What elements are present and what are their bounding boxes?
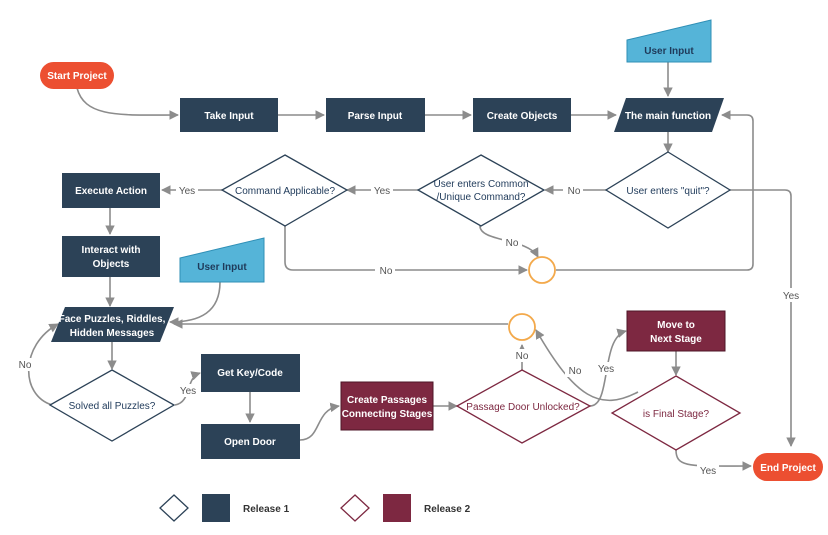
edge-label-quit-no: No <box>568 186 581 197</box>
edge-userinput-face <box>169 281 221 327</box>
legend-release2-box <box>383 494 411 522</box>
legend-release2-label: Release 2 <box>424 504 471 515</box>
open-door-process: Open Door <box>201 424 300 459</box>
user-input-mid-manual: User Input <box>179 237 265 283</box>
edge-label-unlocked-no: No <box>516 351 529 362</box>
solved-decision: Solved all Puzzles? <box>48 369 176 442</box>
svg-text:Start Project: Start Project <box>47 71 107 82</box>
svg-text:Next Stage: Next Stage <box>650 334 702 345</box>
legend-release2-diamond <box>340 494 370 522</box>
svg-text:Face Puzzles, Riddles,: Face Puzzles, Riddles, <box>59 314 166 325</box>
svg-text:User enters "quit"?: User enters "quit"? <box>626 186 710 197</box>
final-stage-decision: is Final Stage? <box>610 375 742 451</box>
legend-release1-box <box>202 494 230 522</box>
svg-text:/Unique Command?: /Unique Command? <box>437 192 526 203</box>
edge-final-no-connector <box>535 329 639 402</box>
edge-label-solved-no: No <box>19 360 32 371</box>
legend-release1-label: Release 1 <box>243 504 290 515</box>
applicable-decision: Command Applicable? <box>220 154 349 227</box>
edge-labels: Yes No Yes Yes No No No Yes No Yes No Ye… <box>15 184 801 477</box>
parse-input-process: Parse Input <box>326 98 425 132</box>
edge-connector-main <box>556 110 754 271</box>
start-terminal: Start Project <box>40 62 114 89</box>
svg-text:User Input: User Input <box>197 262 247 273</box>
svg-text:Take Input: Take Input <box>204 111 254 122</box>
face-puzzles-io: Face Puzzles, Riddles, Hidden Messages <box>51 307 174 342</box>
passage-unlocked-decision: Passage Door Unlocked? <box>455 369 592 444</box>
edge-quit-yes-end <box>730 189 796 447</box>
command-decision: User enters Common /Unique Command? <box>416 154 546 227</box>
edge-label-command-no: No <box>506 238 519 249</box>
end-terminal: End Project <box>753 453 823 481</box>
svg-text:End Project: End Project <box>760 463 816 474</box>
user-input-top-manual: User Input <box>626 19 712 63</box>
svg-text:Move to: Move to <box>657 320 695 331</box>
take-input-process: Take Input <box>180 98 278 132</box>
edge-label-final-no: No <box>569 366 582 377</box>
svg-text:Create Passages: Create Passages <box>347 395 427 406</box>
svg-text:Parse Input: Parse Input <box>348 111 403 122</box>
svg-text:Command Applicable?: Command Applicable? <box>235 186 335 197</box>
edge-opendoor-passages <box>299 402 340 441</box>
svg-text:The main function: The main function <box>625 111 711 122</box>
edge-start-take-input <box>76 87 179 120</box>
main-function-io: The main function <box>614 98 724 132</box>
quit-decision: User enters "quit"? <box>604 151 732 229</box>
svg-text:Connecting Stages: Connecting Stages <box>342 409 433 420</box>
edge-label-unlocked-yes: Yes <box>598 364 614 375</box>
svg-text:Create Objects: Create Objects <box>487 111 558 122</box>
connector-bottom <box>508 313 536 341</box>
edge-label-quit-yes: Yes <box>783 291 799 302</box>
svg-text:Open Door: Open Door <box>224 437 276 448</box>
svg-text:Interact with: Interact with <box>82 245 141 256</box>
edge-label-solved-yes: Yes <box>180 386 196 397</box>
svg-text:Get Key/Code: Get Key/Code <box>217 368 283 379</box>
create-objects-process: Create Objects <box>473 98 571 132</box>
legend: Release 1 Release 2 <box>159 494 471 522</box>
edge-label-applicable-yes: Yes <box>179 186 195 197</box>
get-key-process: Get Key/Code <box>201 354 300 392</box>
svg-text:Solved all Puzzles?: Solved all Puzzles? <box>69 401 156 412</box>
svg-text:Passage Door Unlocked?: Passage Door Unlocked? <box>466 402 580 413</box>
svg-text:User enters Common: User enters Common <box>433 179 528 190</box>
execute-action-process: Execute Action <box>62 173 160 208</box>
move-next-stage-process: Move to Next Stage <box>626 310 726 352</box>
svg-text:Execute Action: Execute Action <box>75 186 147 197</box>
svg-text:Hidden Messages: Hidden Messages <box>70 328 155 339</box>
edge-label-final-yes: Yes <box>700 466 716 477</box>
edge-applicable-no-connector <box>284 226 528 275</box>
svg-text:is Final Stage?: is Final Stage? <box>643 409 710 420</box>
edge-final-yes-end <box>675 449 752 471</box>
edge-label-command-yes: Yes <box>374 186 390 197</box>
svg-text:User Input: User Input <box>644 46 694 57</box>
edge-label-applicable-no: No <box>380 266 393 277</box>
create-passages-process: Create Passages Connecting Stages <box>340 381 434 431</box>
connector-top <box>528 256 556 284</box>
legend-release1-diamond <box>159 494 189 522</box>
svg-text:Objects: Objects <box>93 259 130 270</box>
interact-objects-process: Interact with Objects <box>62 236 160 277</box>
